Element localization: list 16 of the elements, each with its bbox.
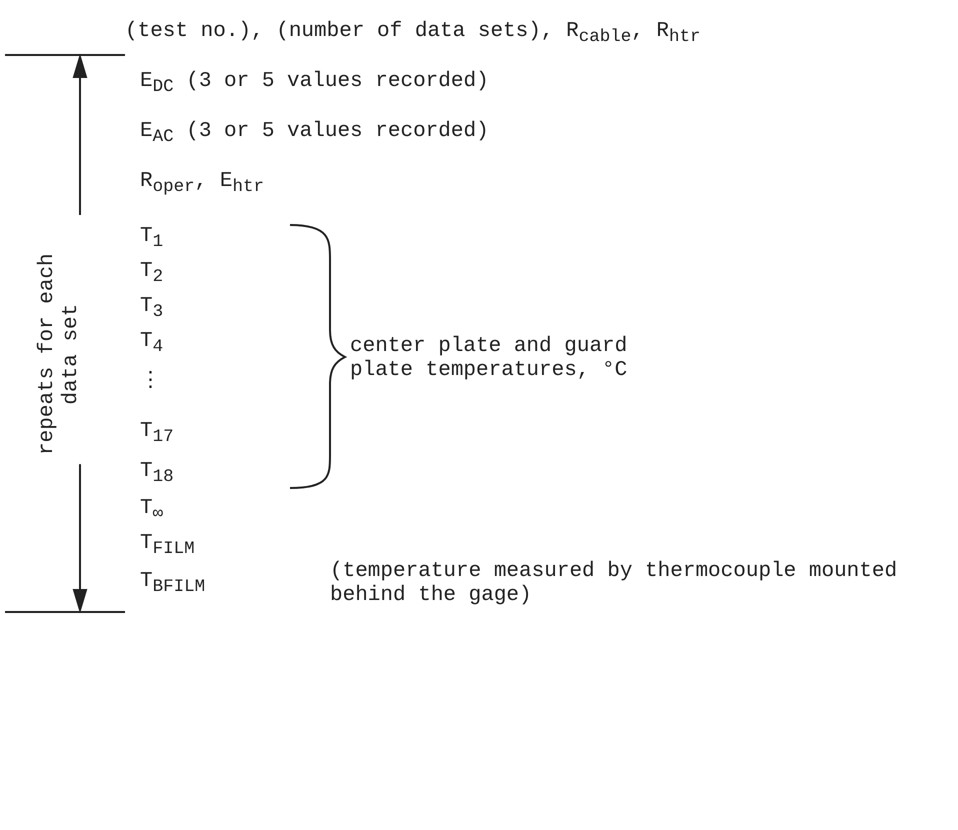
variable-label: T$_{FILM}$ bbox=[140, 532, 195, 560]
variable-label: T$_{3}$ bbox=[140, 295, 164, 322]
variable-label: R$_{oper}$, E$_{htr}$ bbox=[140, 170, 264, 198]
variable-label: T$_{∞}$ bbox=[140, 497, 164, 524]
annotation-text: center plate and guard plate temperatures, °C bbox=[350, 335, 628, 384]
variable-label: T$_{BFILM}$ bbox=[140, 570, 206, 598]
variable-label: E$_{DC}$ (3 or 5 values recorded) bbox=[140, 70, 489, 98]
variable-label: T$_{1}$ bbox=[140, 225, 164, 252]
header-text: (test no.), (number of data sets), R$_{cable}$, R$_{htr}$ bbox=[125, 20, 701, 48]
note-text: (temperature measured by thermocouple mounted behind the gage) bbox=[330, 560, 898, 608]
variable-label: E$_{AC}$ (3 or 5 values recorded) bbox=[140, 120, 489, 148]
variable-label: T$_{2}$ bbox=[140, 260, 164, 288]
variable-label: T$_{17}$ bbox=[140, 420, 174, 448]
variable-label: T$_{18}$ bbox=[140, 460, 174, 488]
ellipsis-mark: ⋮ bbox=[140, 370, 161, 394]
variable-label: T$_{4}$ bbox=[140, 330, 164, 358]
